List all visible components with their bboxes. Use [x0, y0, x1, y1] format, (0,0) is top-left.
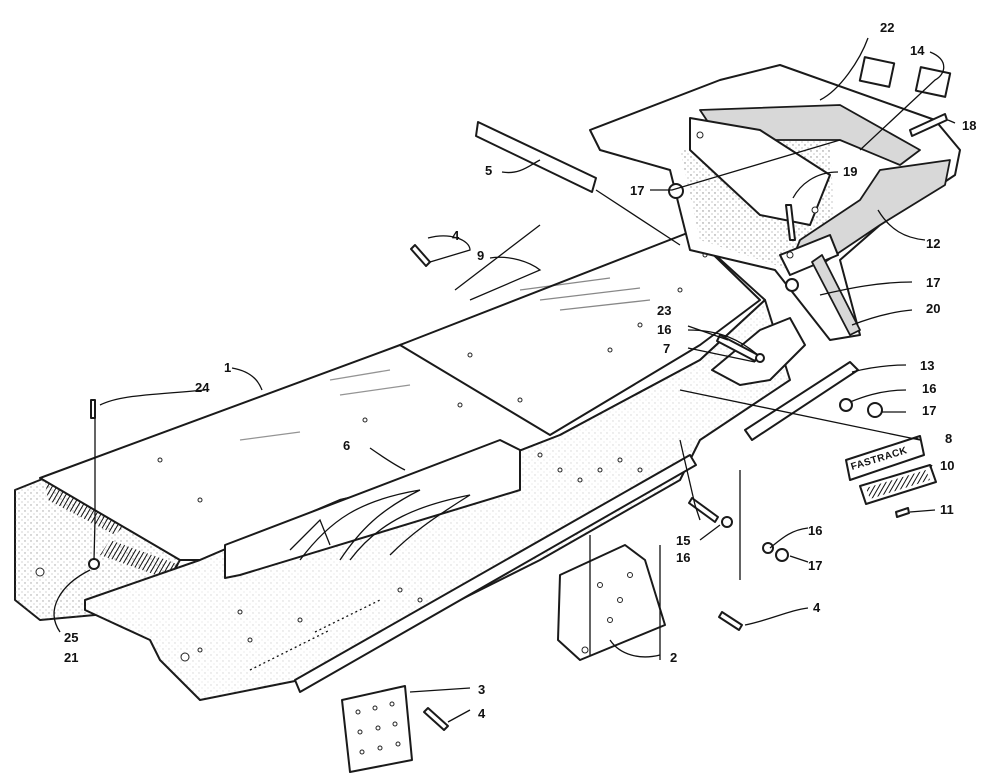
- leader-lines: [53, 37, 956, 723]
- callout-2: 2: [670, 650, 677, 665]
- callout-15: 15: [676, 533, 690, 548]
- tunnel-lower-rail: [294, 454, 697, 693]
- rivet-4a: [410, 244, 431, 267]
- bracket-2: [557, 544, 666, 661]
- callout-4c: 4: [478, 706, 486, 721]
- callout-13: 13: [920, 358, 934, 373]
- callout-16b: 16: [922, 381, 936, 396]
- bumper-foot: [779, 234, 839, 276]
- washer-25: [88, 558, 100, 570]
- callout-12: 12: [926, 236, 940, 251]
- rivet-4c: [423, 707, 449, 731]
- callout-14: 14: [910, 43, 925, 58]
- callout-10: 10: [940, 458, 954, 473]
- bolt-23: [716, 334, 759, 362]
- mount-plate: [689, 117, 831, 226]
- nut-17b: [785, 278, 799, 292]
- washer-16b: [839, 398, 853, 412]
- callout-7: 7: [663, 341, 670, 356]
- tunnel-assembly: [14, 231, 791, 701]
- callout-16a: 16: [657, 322, 671, 337]
- side-decal: [224, 439, 521, 579]
- pin-24: [90, 399, 96, 419]
- callout-labels: 22 14 18 5 17 19 4 9 12 17 20 23 16 7 13…: [64, 20, 976, 721]
- callout-8: 8: [945, 431, 952, 446]
- nut-17c: [867, 402, 883, 418]
- nut-17a: [668, 183, 684, 199]
- callout-22: 22: [880, 20, 894, 35]
- callout-21: 21: [64, 650, 78, 665]
- callout-17a: 17: [630, 183, 644, 198]
- washer-16c: [721, 516, 733, 528]
- callout-4b: 4: [813, 600, 821, 615]
- seal-strip: [475, 121, 597, 193]
- bracket-7: [711, 317, 806, 386]
- callout-24: 24: [195, 380, 210, 395]
- bolt-19: [785, 204, 796, 241]
- callout-9: 9: [477, 248, 484, 263]
- rivet-4b: [718, 611, 743, 631]
- pad-22: [858, 56, 896, 88]
- seat-back-assembly: [589, 64, 961, 341]
- callout-3: 3: [478, 682, 485, 697]
- callout-19: 19: [843, 164, 857, 179]
- callout-17d: 17: [808, 558, 822, 573]
- nut-17d: [775, 548, 789, 562]
- screw-11: [895, 507, 910, 518]
- washer-16d: [762, 542, 774, 554]
- callout-4a: 4: [452, 228, 460, 243]
- callout-25: 25: [64, 630, 78, 645]
- rear-deck-panel: [399, 231, 761, 436]
- callout-16c: 16: [808, 523, 822, 538]
- support-strut: [811, 254, 861, 336]
- callout-18: 18: [962, 118, 976, 133]
- callout-20: 20: [926, 301, 940, 316]
- callout-5: 5: [485, 163, 492, 178]
- callout-17b: 17: [926, 275, 940, 290]
- callout-17c: 17: [922, 403, 936, 418]
- callout-23: 23: [657, 303, 671, 318]
- tunnel-rivets: [35, 252, 708, 662]
- callout-6: 6: [343, 438, 350, 453]
- bolt-18: [909, 113, 948, 137]
- callout-1: 1: [224, 360, 231, 375]
- callout-16d: 16: [676, 550, 690, 565]
- washer-16a: [755, 353, 765, 363]
- callout-11: 11: [940, 502, 954, 517]
- bolt-15: [688, 497, 719, 523]
